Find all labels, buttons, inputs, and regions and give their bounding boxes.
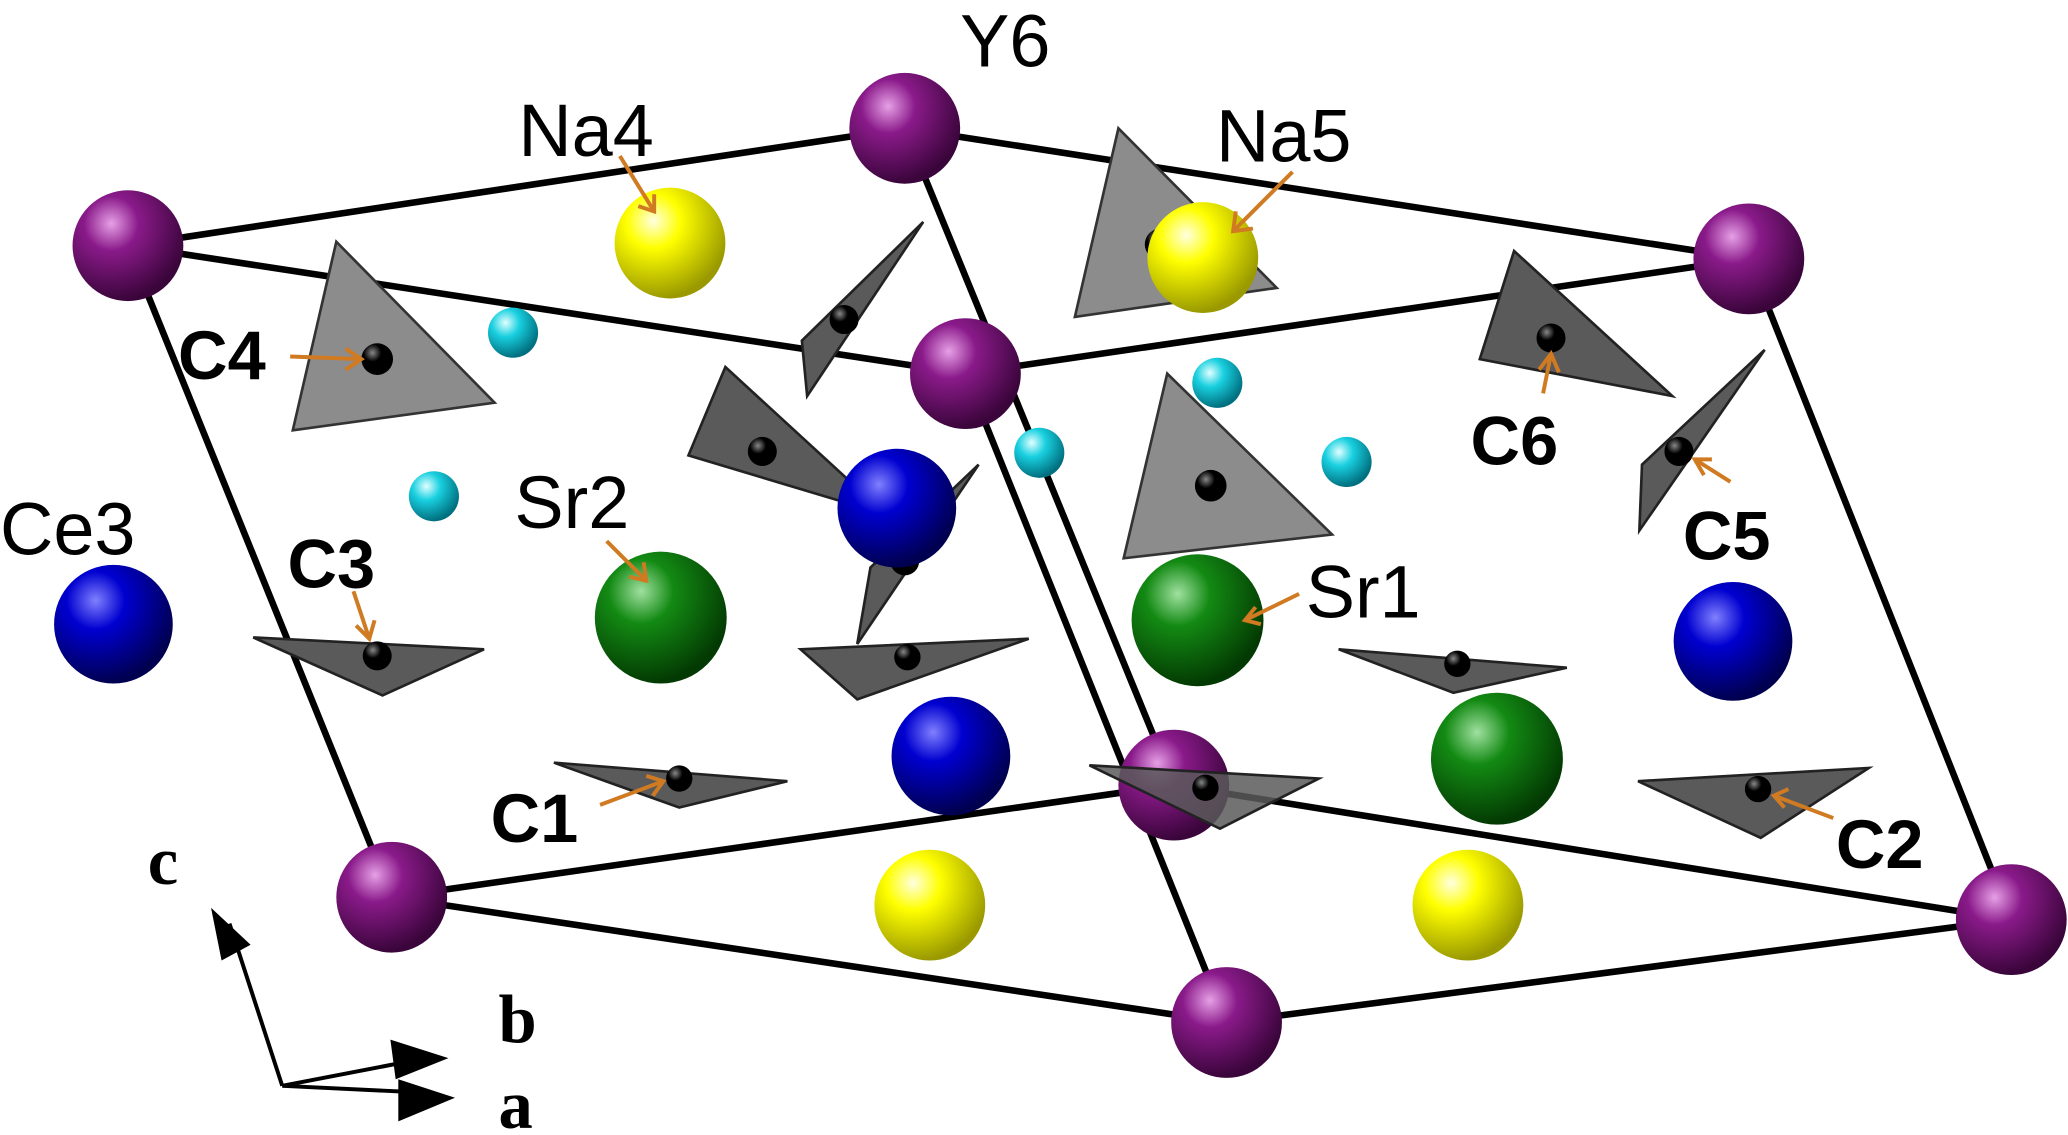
oxygen-atom [487,307,539,358]
na-atom-na4 [614,187,726,299]
y-atom [1693,203,1805,315]
co3-triangle [686,364,888,517]
y-atom [1171,967,1282,1078]
co3-triangle-c5 [1637,348,1766,536]
axis-indicator: c b a [148,823,537,1135]
atoms [54,72,2067,1078]
sr-atom [1430,692,1563,825]
oxygen-atom [1192,357,1243,408]
label-c3: C3 [288,525,376,602]
sr-atom-sr1 [1131,554,1264,687]
axis-label-a: a [499,1067,533,1135]
co3-triangle [800,221,925,400]
y-atom [72,190,184,302]
axis-label-c: c [148,823,178,899]
co3-triangle-c4 [291,239,498,432]
label-na4: Na4 [518,89,653,172]
b-axis-arrowhead [390,1039,449,1080]
oxygen-atom [1321,436,1372,488]
na-atom [1412,849,1524,961]
c-axis-arrowhead [211,907,251,961]
label-sr1: Sr1 [1306,551,1421,634]
atom-labels: Y6 Na4 Na5 Ce3 Sr2 Sr1 C1 C2 C3 C4 C5 C6 [0,0,1924,883]
co3-triangle [1121,371,1335,560]
y-atom-y6 [849,72,961,184]
label-arrows [290,154,1834,820]
a-axis-arrowhead [398,1079,456,1122]
y-atom [910,318,1021,430]
oxygen-atom [1014,427,1065,478]
label-c2: C2 [1836,806,1924,883]
na-atom-na5 [1147,202,1259,313]
label-y6: Y6 [960,0,1050,82]
label-na5: Na5 [1216,94,1351,177]
label-c6: C6 [1471,403,1559,480]
label-c4: C4 [178,317,266,394]
ce-atom [1673,582,1793,701]
ce-atom-ce3 [54,564,173,684]
co3-triangle [797,637,1030,701]
label-c1: C1 [491,780,579,857]
y-atom [336,841,448,953]
co3-triangle-c2 [1637,766,1874,840]
co3-triangle-c6 [1478,248,1677,399]
label-c5: C5 [1683,498,1771,575]
ce-atom [891,696,1011,816]
y-atom [1955,864,2067,976]
sr-atom-sr2 [594,551,727,684]
carbonate-groups [252,125,1874,840]
label-sr2: Sr2 [514,461,629,544]
label-ce3: Ce3 [0,487,135,570]
na-atom [874,849,986,961]
ce-atom [837,448,957,568]
axis-label-b: b [499,981,537,1057]
oxygen-atom [408,471,459,522]
